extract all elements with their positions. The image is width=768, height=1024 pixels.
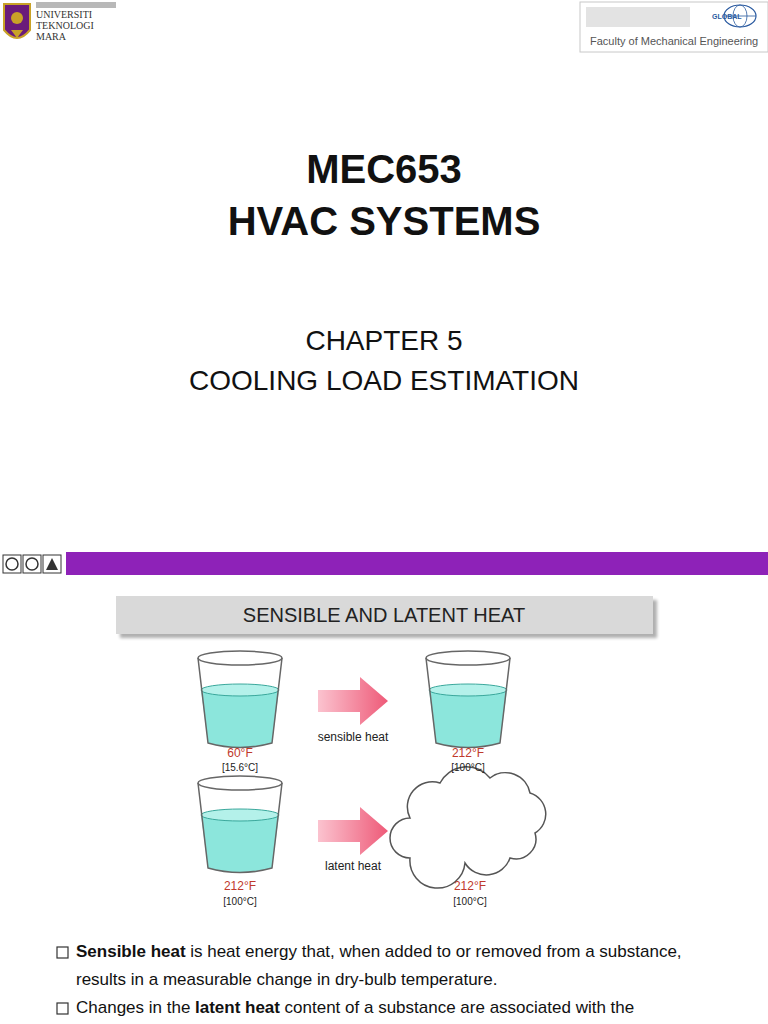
chapter-title: COOLING LOAD ESTIMATION — [84, 365, 684, 397]
glass-water — [198, 776, 282, 873]
faculty-logo — [580, 2, 768, 52]
slide-title: HVAC SYSTEMS — [134, 198, 634, 244]
arrow-label: sensible heat — [303, 731, 403, 745]
temperature-label: [100°C] — [428, 762, 508, 774]
temperature-label: 212°F — [200, 880, 280, 894]
term-bold: latent heat — [195, 998, 280, 1017]
temperature-label: [100°C] — [430, 896, 510, 908]
logo-text: UNIVERSITI — [36, 9, 92, 21]
temperature-label: 60°F — [200, 747, 280, 761]
licence-icons — [3, 555, 61, 573]
steam-cloud — [390, 767, 546, 888]
bullet-paragraph: Changes in the latent heat content of a su… — [76, 994, 726, 1022]
logo-text: MARA — [36, 31, 66, 43]
temperature-label: [100°C] — [200, 896, 280, 908]
bullet-text: Changes in the — [76, 998, 190, 1017]
section-heading: SENSIBLE AND LATENT HEAT — [243, 604, 525, 627]
slide-title: MEC653 — [0, 146, 768, 192]
chapter-number: CHAPTER 5 — [134, 325, 634, 357]
bullet-paragraph: Sensible heatis heat energy that, when a… — [76, 938, 726, 994]
logo-text: Faculty of Mechanical Engineering — [590, 35, 758, 48]
logo-text: GLOBAL — [712, 13, 742, 21]
bullet-box — [57, 1003, 68, 1014]
logo-text: TEKNOLOGI — [36, 20, 94, 32]
temperature-label: 212°F — [430, 880, 510, 894]
section-header-box: SENSIBLE AND LATENT HEAT — [116, 596, 653, 634]
process-arrow — [318, 677, 388, 725]
temperature-label: 212°F — [428, 747, 508, 761]
glass-water — [198, 651, 282, 748]
process-arrow — [318, 807, 388, 855]
bullet-text: content of a substance are associated wi… — [285, 998, 635, 1017]
logo-script-line — [36, 2, 116, 8]
bullet-box — [57, 947, 68, 958]
term-bold: Sensible heat — [76, 942, 186, 961]
arrow-label: latent heat — [303, 860, 403, 874]
purple-bar — [66, 552, 768, 575]
university-crest — [4, 4, 30, 38]
glass-water — [426, 651, 510, 748]
temperature-label: [15.6°C] — [200, 762, 280, 774]
